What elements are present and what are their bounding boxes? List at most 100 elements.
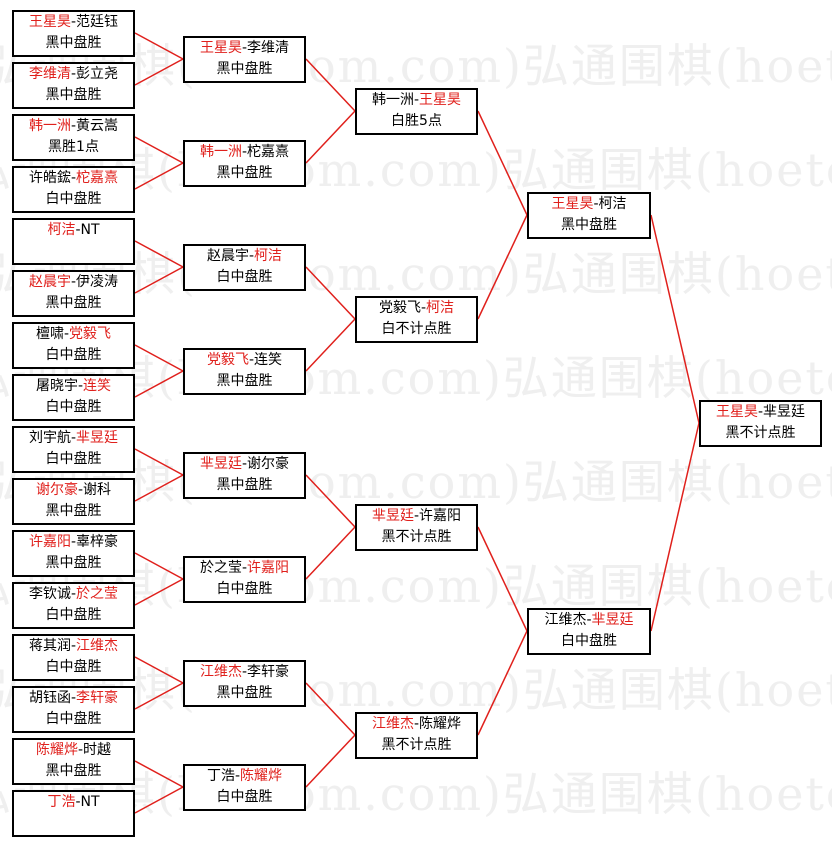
player-black: 蒋其润 (28, 638, 71, 654)
match-box: 许嘉阳-辜梓豪黑中盘胜 (12, 529, 135, 577)
match-players: 檀啸-党毅飞 (36, 324, 111, 345)
match-players: 王星昊-芈昱廷 (716, 402, 805, 423)
match-result: 白中盘胜 (45, 451, 102, 467)
match-result: 白中盘胜 (45, 191, 102, 207)
player-white: 谢科 (83, 482, 112, 498)
match-result: 黑不计点胜 (381, 737, 452, 753)
match-box: 韩一洲-柁嘉熹黑中盘胜 (183, 139, 306, 187)
match-box: 党毅飞-连笑黑中盘胜 (183, 347, 306, 395)
match-result: 黑不计点胜 (381, 529, 452, 545)
player-black: 胡钰函 (28, 690, 71, 706)
bracket-connector-line (305, 526, 356, 580)
bracket-connector-line (305, 110, 356, 164)
player-separator: - (70, 14, 77, 30)
player-white: 彭立尧 (76, 66, 119, 82)
player-separator: - (70, 534, 77, 550)
match-box: 赵晨宇-伊凌涛黑中盘胜 (12, 269, 135, 317)
match-box: 许皓鋐-柁嘉熹白中盘胜 (12, 165, 135, 213)
player-separator: - (413, 508, 420, 524)
match-players: 芈昱廷-谢尔豪 (200, 454, 289, 475)
match-players: 王星昊-李维清 (200, 38, 289, 59)
match-box: 王星昊-柯洁黑中盘胜 (527, 191, 651, 239)
player-separator: - (413, 92, 420, 108)
player-black: 江维杰 (544, 612, 587, 628)
player-white: 芈昱廷 (76, 430, 119, 446)
player-white: 伊凌涛 (76, 274, 119, 290)
player-white: 柯洁 (254, 248, 283, 264)
player-black: 赵晨宇 (206, 248, 249, 264)
match-players: 赵晨宇-柯洁 (207, 246, 282, 267)
bracket-connector-line (650, 214, 700, 424)
player-black: 柯洁 (47, 222, 76, 238)
player-separator: - (70, 274, 77, 290)
bracket-connector-line (134, 136, 184, 164)
player-black: 檀啸 (35, 326, 64, 342)
match-result: 黑中盘胜 (45, 763, 102, 779)
bracket-connector-line (134, 760, 184, 788)
match-result: 白中盘胜 (45, 607, 102, 623)
match-players: 党毅飞-柯洁 (379, 298, 454, 319)
bracket-connector-line (305, 474, 356, 528)
bracket-connector-line (134, 448, 184, 476)
player-separator: - (241, 456, 248, 472)
bracket-connector-line (305, 682, 356, 736)
player-white: 柁嘉熹 (247, 144, 290, 160)
player-white: 连笑 (254, 352, 283, 368)
match-result: 黑中盘胜 (216, 477, 273, 493)
match-players: 刘宇航-芈昱廷 (29, 428, 118, 449)
player-black: 芈昱廷 (371, 508, 414, 524)
bracket-connector-line (134, 578, 184, 606)
match-result: 白中盘胜 (216, 581, 273, 597)
match-box: 芈昱廷-许嘉阳黑不计点胜 (355, 503, 478, 551)
bracket-connector-line (134, 370, 184, 398)
player-white: 谢尔豪 (247, 456, 290, 472)
match-players: 丁浩-NT (47, 792, 99, 813)
player-white: 柯洁 (426, 300, 455, 316)
match-result: 白中盘胜 (216, 269, 273, 285)
match-result: 黑胜1点 (48, 139, 99, 155)
bracket-connector-line (477, 214, 528, 320)
player-black: 丁浩 (206, 768, 235, 784)
match-players: 李钦诚-於之莹 (29, 584, 118, 605)
match-result: 黑中盘胜 (216, 61, 273, 77)
player-white: 王星昊 (419, 92, 462, 108)
bracket-connector-line (650, 422, 700, 632)
player-black: 王星昊 (199, 40, 242, 56)
player-white: 李维清 (247, 40, 290, 56)
player-separator: - (413, 716, 420, 732)
match-box: 於之莹-许嘉阳白中盘胜 (183, 555, 306, 603)
player-separator: - (70, 170, 77, 186)
player-white: 陈耀烨 (419, 716, 462, 732)
player-white: 黄云嵩 (76, 118, 119, 134)
match-box: 赵晨宇-柯洁白中盘胜 (183, 243, 306, 291)
player-white: 时越 (83, 742, 112, 758)
bracket-connector-line (134, 682, 184, 710)
match-players: 丁浩-陈耀烨 (207, 766, 282, 787)
match-result: 白中盘胜 (561, 633, 617, 649)
player-white: 於之莹 (76, 586, 119, 602)
match-box: 王星昊-李维清黑中盘胜 (183, 35, 306, 83)
match-players: 王星昊-柯洁 (551, 194, 626, 215)
match-box: 芈昱廷-谢尔豪黑中盘胜 (183, 451, 306, 499)
player-black: 江维杰 (371, 716, 414, 732)
player-white: 许嘉阳 (247, 560, 290, 576)
bracket-connector-line (305, 734, 356, 788)
match-players: 屠晓宇-连笑 (36, 376, 111, 397)
player-black: 王星昊 (551, 196, 594, 212)
match-result: 白中盘胜 (216, 789, 273, 805)
player-separator: - (241, 664, 248, 680)
player-white: 辜梓豪 (76, 534, 119, 550)
match-box: 韩一洲-黄云嵩黑胜1点 (12, 113, 135, 161)
match-box: 丁浩-陈耀烨白中盘胜 (183, 763, 306, 811)
match-result: 黑中盘胜 (216, 685, 273, 701)
player-separator: - (234, 768, 241, 784)
match-result: 黑中盘胜 (45, 503, 102, 519)
match-result: 黑中盘胜 (45, 35, 102, 51)
match-players: 江维杰-芈昱廷 (544, 610, 633, 631)
player-black: 陈耀烨 (35, 742, 78, 758)
match-players: 柯洁-NT (47, 220, 99, 241)
player-black: 谢尔豪 (35, 482, 78, 498)
bracket-connector-line (134, 656, 184, 684)
player-black: 李钦诚 (28, 586, 71, 602)
